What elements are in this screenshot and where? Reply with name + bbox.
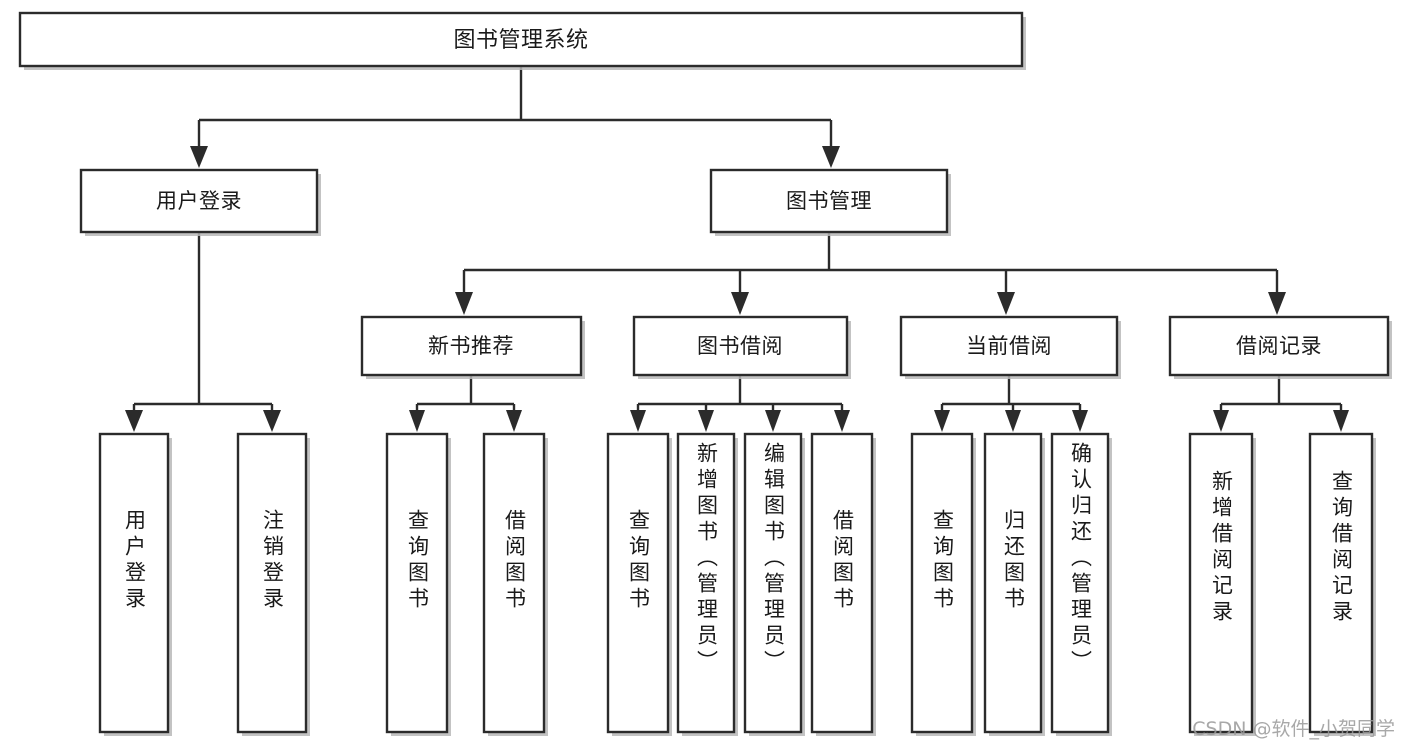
node-book-management-label: 图书管理 xyxy=(786,189,872,213)
leaf-box-bb-add-book[interactable] xyxy=(676,432,736,734)
arrowhead-book-mgmt xyxy=(822,146,840,168)
leaf-box-user-login[interactable] xyxy=(98,432,170,734)
arrowhead-current-borrow xyxy=(997,292,1015,315)
arrowhead-cb-query xyxy=(934,410,950,432)
arrowhead-new-book xyxy=(455,292,473,315)
arrowhead-bb-query xyxy=(630,410,646,432)
leaf-box-nb-query-book[interactable] xyxy=(385,432,449,734)
arrowhead-borrow-record xyxy=(1268,292,1286,315)
node-user-login[interactable]: 用户登录 xyxy=(79,168,321,236)
arrowhead-br-query xyxy=(1333,410,1349,432)
leaf-box-cb-return-book[interactable] xyxy=(983,432,1043,734)
leaf-layer xyxy=(98,432,1376,736)
leaf-box-logout[interactable] xyxy=(236,432,308,734)
arrowhead-leaf-user-login xyxy=(125,410,143,432)
node-book-management[interactable]: 图书管理 xyxy=(709,168,951,236)
leaf-box-bb-query-book[interactable] xyxy=(606,432,670,734)
leaf-box-cb-confirm-return[interactable] xyxy=(1050,432,1110,734)
arrowhead-cb-return xyxy=(1005,410,1021,432)
arrowhead-bb-add xyxy=(698,410,714,432)
leaf-box-cb-query-book[interactable] xyxy=(910,432,974,734)
node-book-borrow-label: 图书借阅 xyxy=(697,334,783,358)
arrowhead-nb-borrow xyxy=(506,410,522,432)
node-borrow-record[interactable]: 借阅记录 xyxy=(1168,315,1392,379)
node-user-login-label: 用户登录 xyxy=(156,189,242,213)
node-current-borrow-label: 当前借阅 xyxy=(966,334,1052,358)
arrowhead-user-login xyxy=(190,146,208,168)
arrowhead-cb-confirm xyxy=(1072,410,1088,432)
leaf-box-nb-borrow-book[interactable] xyxy=(482,432,546,734)
node-root-label: 图书管理系统 xyxy=(453,28,588,53)
leaf-box-bb-borrow-book[interactable] xyxy=(810,432,874,734)
node-user-login-box[interactable] xyxy=(79,168,319,234)
node-current-borrow-box[interactable] xyxy=(899,315,1119,377)
node-root-box[interactable] xyxy=(18,11,1024,68)
arrowhead-leaf-logout xyxy=(263,410,281,432)
node-book-management-box[interactable] xyxy=(709,168,949,234)
arrowhead-book-borrow xyxy=(731,292,749,315)
node-new-book-recommend-box[interactable] xyxy=(360,315,583,377)
node-current-borrow[interactable]: 当前借阅 xyxy=(899,315,1121,379)
leaf-box-br-add-record[interactable] xyxy=(1188,432,1254,734)
arrowhead-bb-borrow xyxy=(834,410,850,432)
node-new-book-recommend[interactable]: 新书推荐 xyxy=(360,315,585,379)
arrowhead-br-add xyxy=(1213,410,1229,432)
node-borrow-record-label: 借阅记录 xyxy=(1236,334,1322,358)
node-book-borrow-box[interactable] xyxy=(632,315,849,377)
arrowhead-nb-query xyxy=(409,410,425,432)
leaf-box-bb-edit-book[interactable] xyxy=(743,432,803,734)
node-book-borrow[interactable]: 图书借阅 xyxy=(632,315,851,379)
arrowhead-bb-edit xyxy=(765,410,781,432)
node-new-book-recommend-label: 新书推荐 xyxy=(428,334,514,358)
node-root[interactable]: 图书管理系统 xyxy=(18,11,1026,70)
node-borrow-record-box[interactable] xyxy=(1168,315,1390,377)
leaf-box-br-query-record[interactable] xyxy=(1308,432,1374,734)
connector-layer xyxy=(125,66,1349,432)
